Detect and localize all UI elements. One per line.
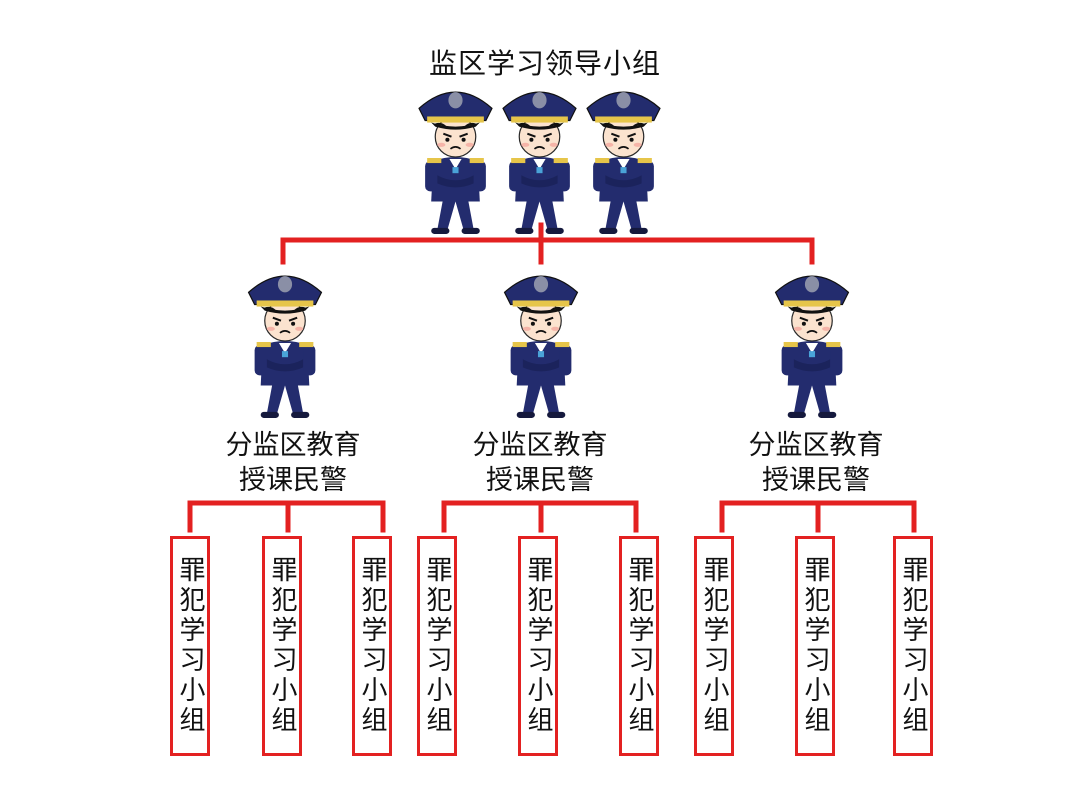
- study-group-label: 罪犯学习小组: [523, 556, 553, 736]
- study-group-label: 罪犯学习小组: [699, 556, 729, 736]
- study-group-box: 罪犯学习小组: [518, 536, 558, 756]
- branch-label: 分监区教育 授课民警: [430, 428, 650, 498]
- study-group-label: 罪犯学习小组: [175, 556, 205, 736]
- study-group-box: 罪犯学习小组: [795, 536, 835, 756]
- branch-3-connector: [719, 500, 917, 533]
- branch-label-line1: 分监区教育: [225, 430, 361, 461]
- police-officer-icon: [503, 275, 579, 419]
- police-officer-icon: [418, 91, 493, 235]
- branch-label: 分监区教育 授课民警: [183, 428, 403, 498]
- study-group-label: 罪犯学习小组: [898, 556, 928, 736]
- study-group-box: 罪犯学习小组: [170, 536, 210, 756]
- study-group-label: 罪犯学习小组: [422, 556, 452, 736]
- study-group-label: 罪犯学习小组: [624, 556, 654, 736]
- study-group-box: 罪犯学习小组: [694, 536, 734, 756]
- branch-label-line2: 授课民警: [239, 465, 347, 496]
- study-group-box: 罪犯学习小组: [619, 536, 659, 756]
- study-group-label: 罪犯学习小组: [267, 556, 297, 736]
- police-officer-icon: [586, 91, 661, 235]
- study-group-box: 罪犯学习小组: [262, 536, 302, 756]
- study-group-box: 罪犯学习小组: [352, 536, 392, 756]
- branch-2-connector: [441, 500, 639, 533]
- branch-label-line1: 分监区教育: [472, 430, 608, 461]
- branch-label-line1: 分监区教育: [748, 430, 884, 461]
- top-connector: [280, 222, 815, 265]
- branch-label-line2: 授课民警: [486, 465, 594, 496]
- branch-label: 分监区教育 授课民警: [706, 428, 926, 498]
- police-officer-icon: [502, 91, 577, 235]
- study-group-box: 罪犯学习小组: [417, 536, 457, 756]
- police-officer-icon: [774, 275, 850, 419]
- study-group-label: 罪犯学习小组: [800, 556, 830, 736]
- police-officer-icon: [247, 275, 323, 419]
- study-group-box: 罪犯学习小组: [893, 536, 933, 756]
- study-group-label: 罪犯学习小组: [357, 556, 387, 736]
- branch-1-connector: [187, 500, 386, 533]
- branch-label-line2: 授课民警: [762, 465, 870, 496]
- leadership-title: 监区学习领导小组: [428, 47, 661, 80]
